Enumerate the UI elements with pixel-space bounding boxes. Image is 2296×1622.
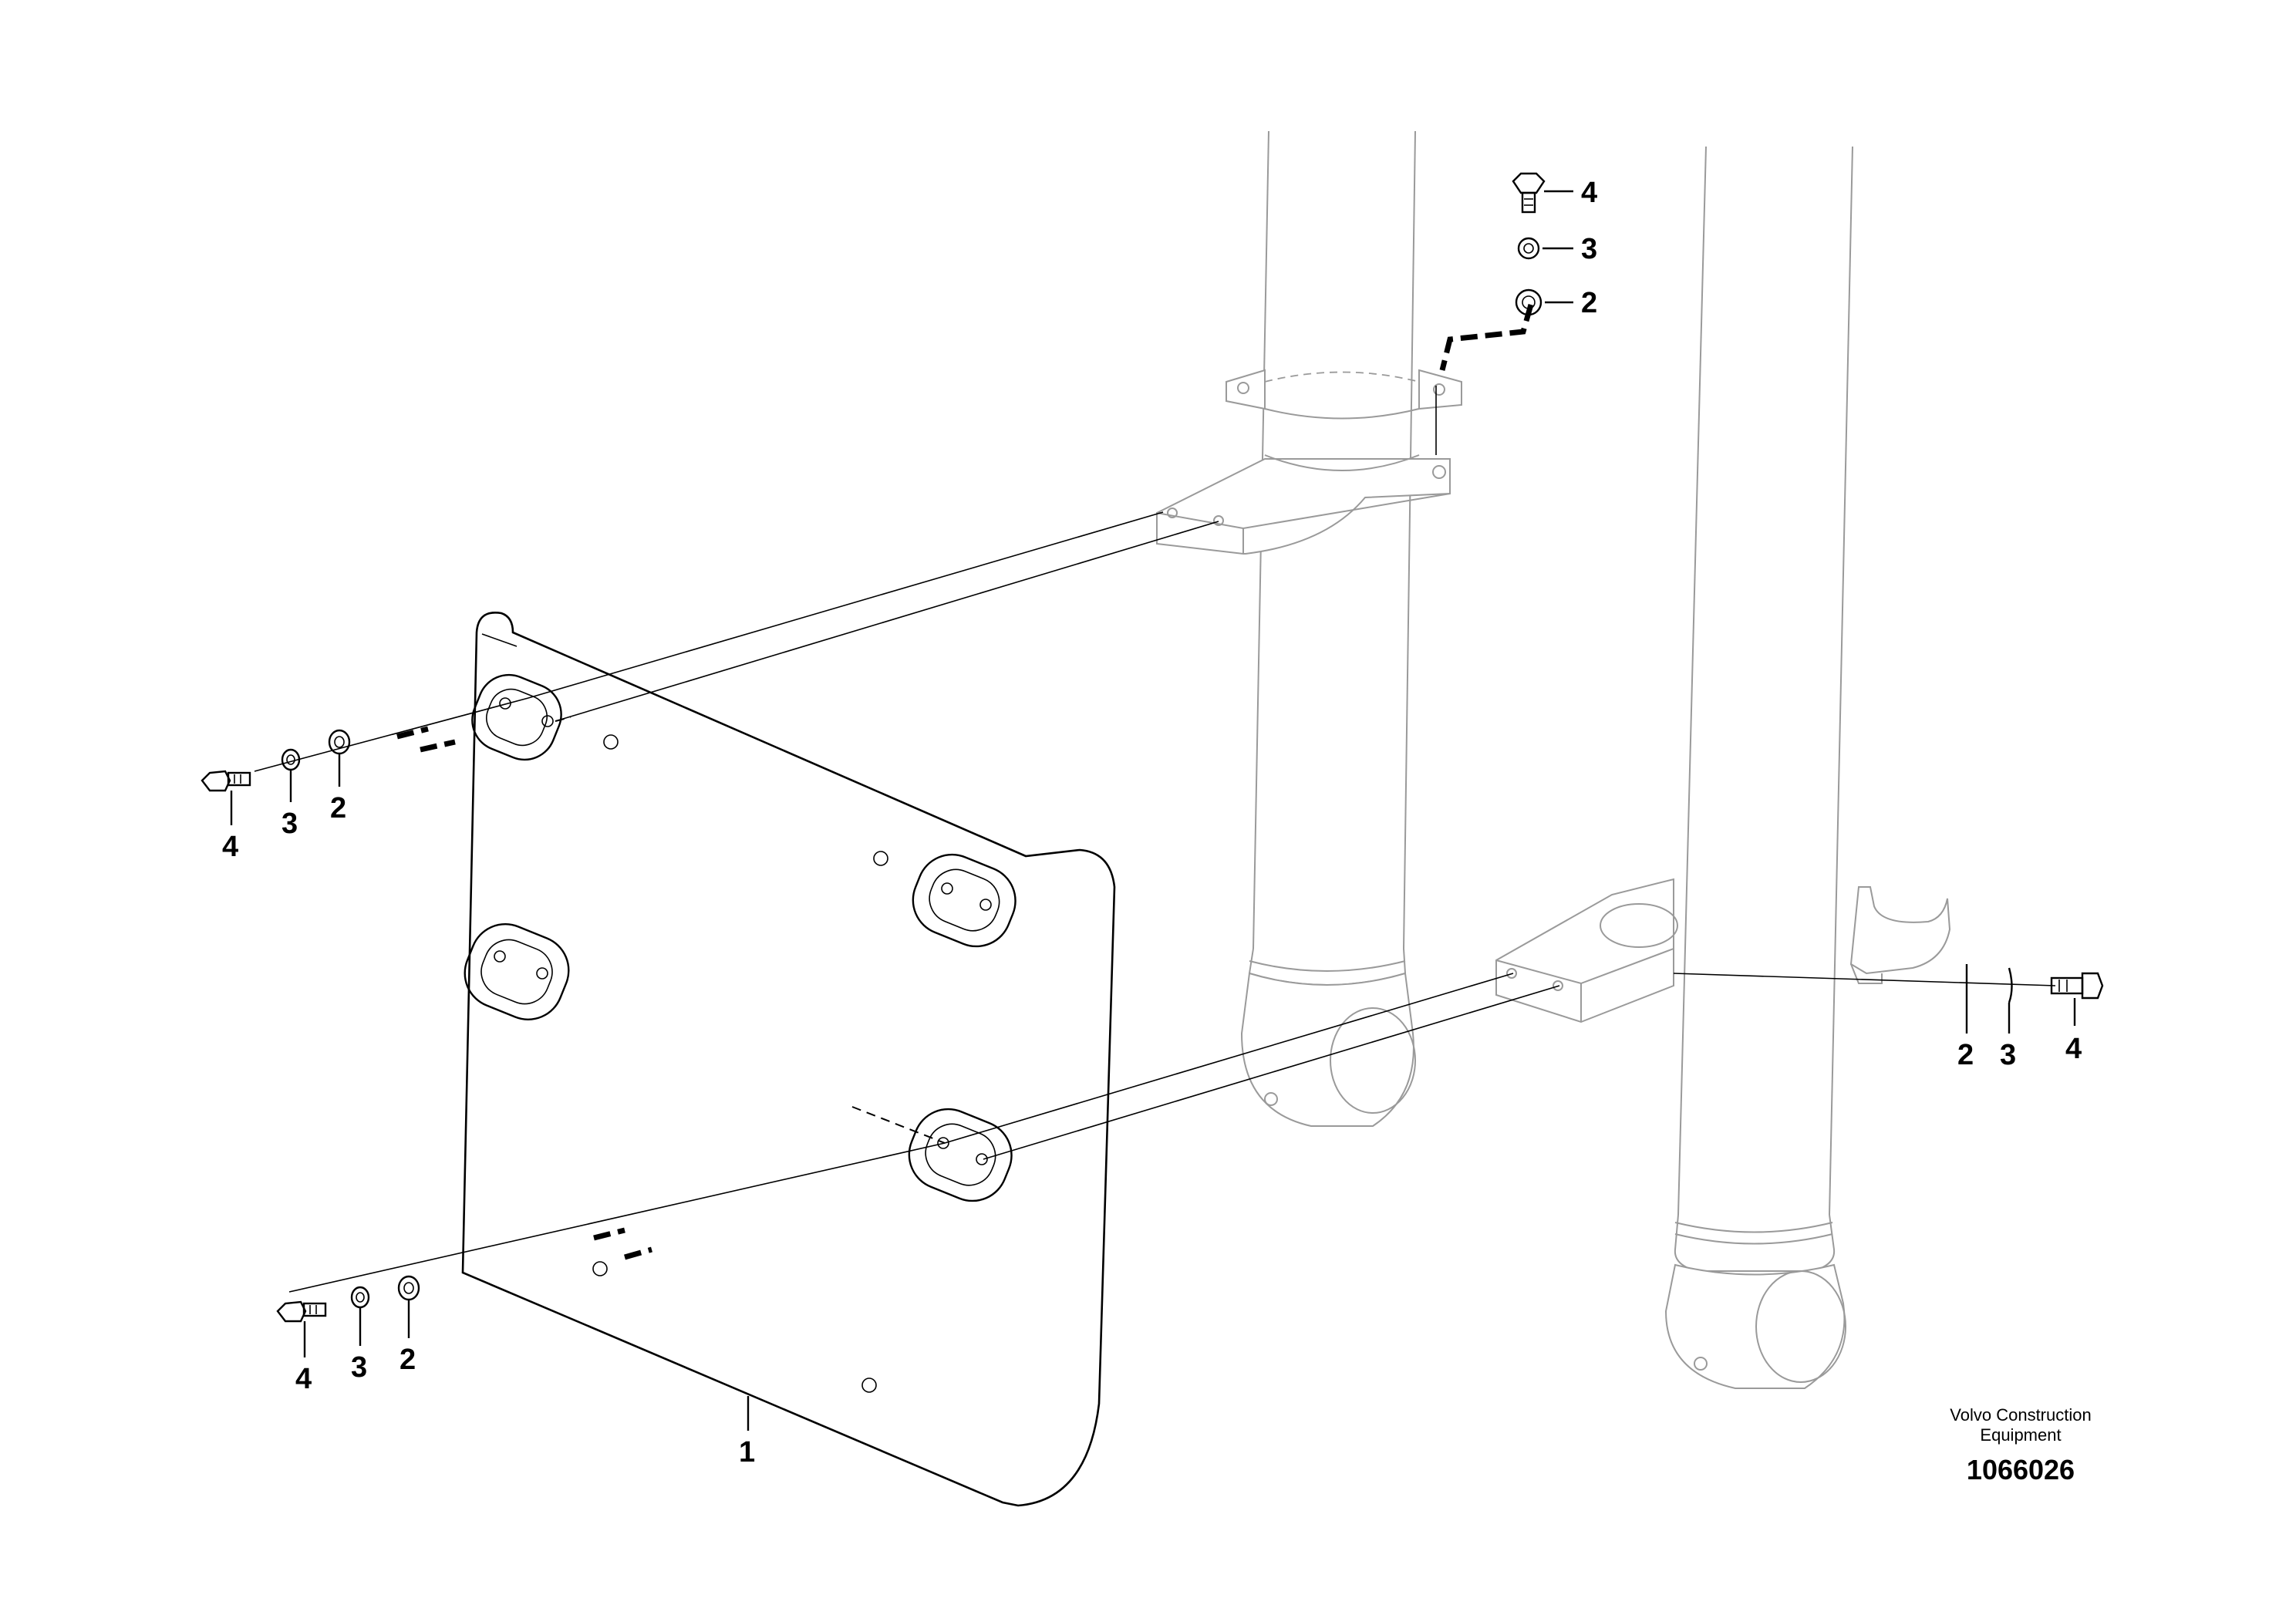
callout-bolt-top-right: 4 xyxy=(1581,177,1597,209)
mounting-plate xyxy=(461,611,1116,1507)
callout-washer-top-right: 2 xyxy=(1581,287,1597,319)
assembly-lines xyxy=(254,304,2056,1293)
callout-lock-washer-lower-left: 3 xyxy=(351,1351,367,1384)
callout-lock-washer-lower-right: 3 xyxy=(2000,1039,2016,1071)
lower-clamp-bracket xyxy=(1495,878,1951,1023)
callout-washer-lower-right: 2 xyxy=(1957,1039,1974,1071)
hardware-lower-left xyxy=(276,1275,420,1357)
callout-bolt-lower-right: 4 xyxy=(2065,1033,2082,1065)
drawing-number: 1066026 xyxy=(1967,1454,2075,1485)
left-hydraulic-cylinder xyxy=(1240,130,1416,1127)
publisher-name-line1: Volvo Construction xyxy=(1950,1405,2091,1425)
callout-bolt-lower-left: 4 xyxy=(295,1363,312,1395)
callout-lock-washer-upper-left: 3 xyxy=(282,808,298,840)
hardware-upper-left xyxy=(201,729,351,825)
part-callouts: 4 3 2 4 3 2 4 3 2 2 3 4 1 xyxy=(222,177,2082,1469)
callout-lock-washer-top-right: 3 xyxy=(1581,233,1597,265)
callout-washer-upper-left: 2 xyxy=(330,792,346,824)
upper-clamp-bracket xyxy=(1156,369,1462,555)
hardware-lower-right xyxy=(1965,964,2104,1034)
right-hydraulic-cylinder xyxy=(1664,146,1853,1389)
hardware-upper-right xyxy=(1512,172,1573,316)
callout-bolt-upper-left: 4 xyxy=(222,831,238,863)
publisher-name-line2: Equipment xyxy=(1980,1425,2061,1445)
callout-mounting-plate: 1 xyxy=(739,1436,755,1469)
callout-washer-lower-left: 2 xyxy=(400,1344,416,1376)
publisher-block: Volvo Construction Equipment 1066026 xyxy=(1950,1405,2091,1485)
